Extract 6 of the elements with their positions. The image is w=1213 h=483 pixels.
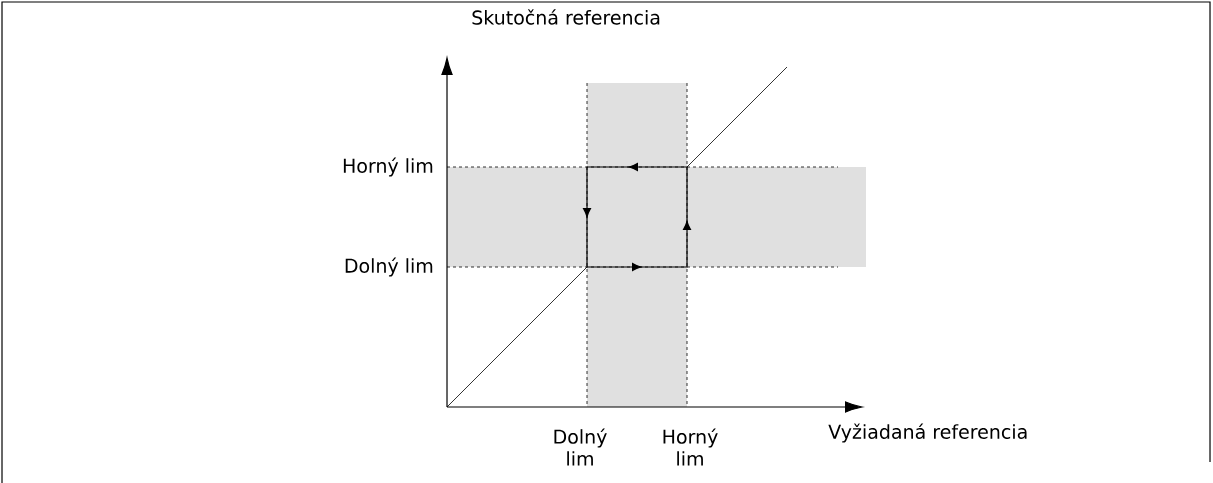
axis-label: Dolný lim [345,257,433,277]
axis-label: Dolný lim [554,428,607,466]
axis-label: Skutočná referencia [472,9,660,25]
axis-label: Horný lim [343,157,433,177]
axis-label: Vyžiadaná referencia [828,423,1027,443]
axis-label: Horný lim [663,428,718,466]
